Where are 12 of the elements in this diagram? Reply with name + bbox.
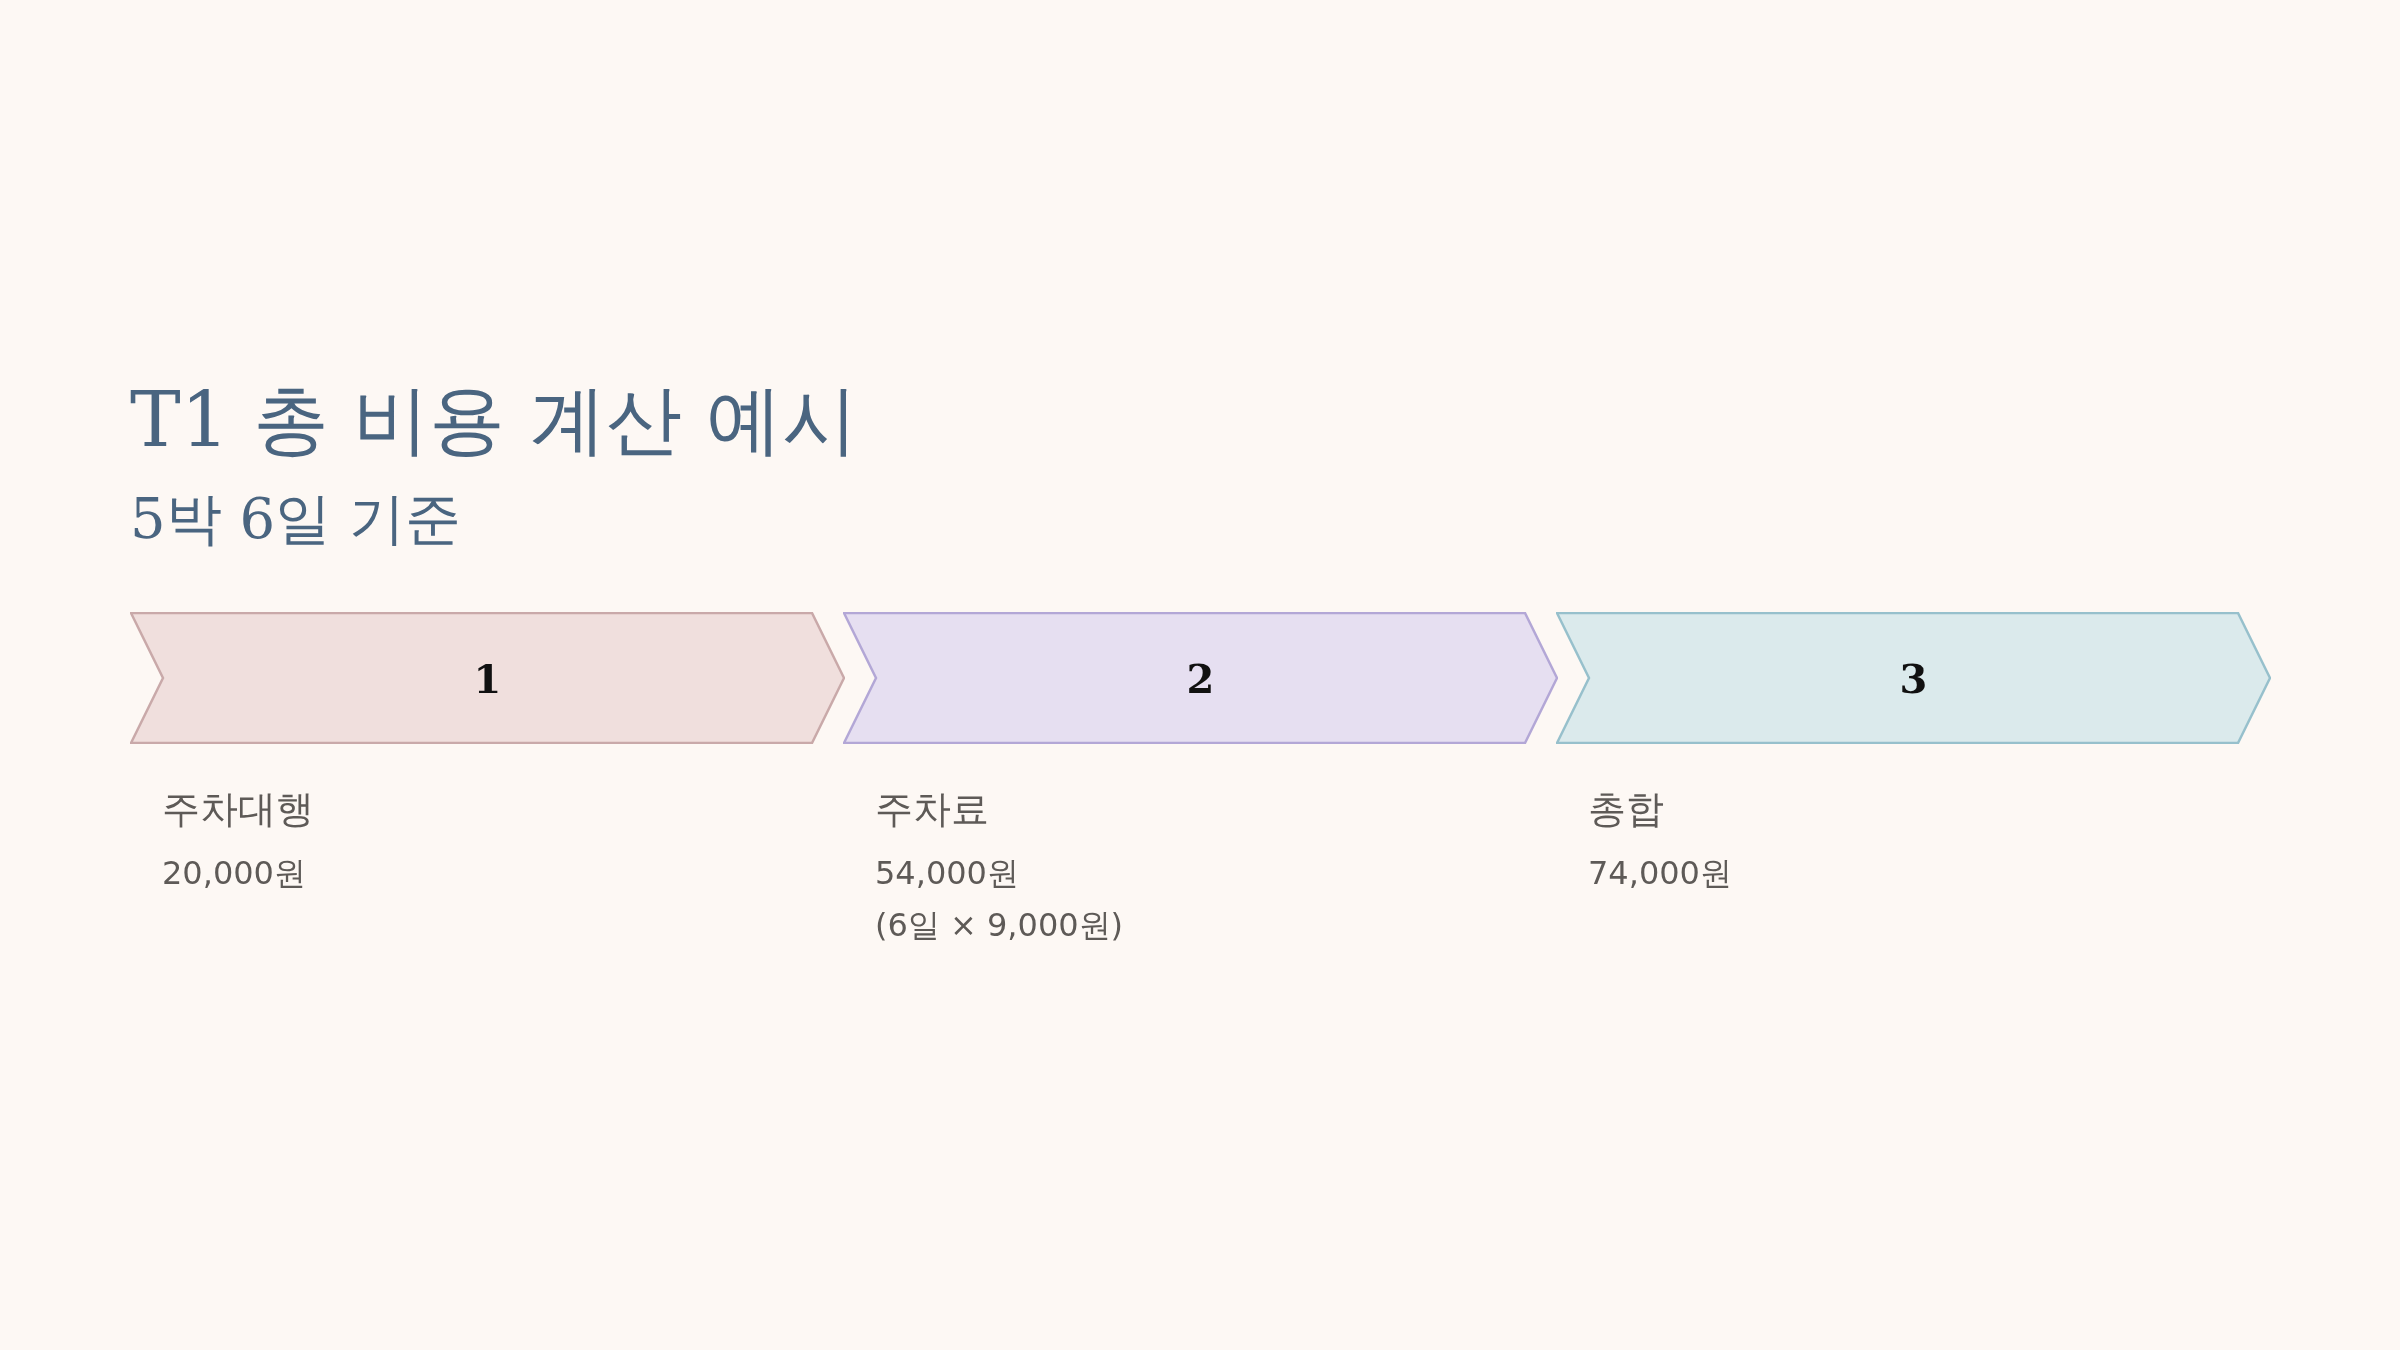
step-amount: 20,000원 — [162, 853, 306, 894]
step-heading: 주차대행 — [162, 786, 314, 833]
step-number: 1 — [473, 654, 502, 702]
title: T1 총 비용 계산 예시 — [130, 374, 858, 466]
step-amount: (6일 × 9,000원) — [875, 905, 1124, 946]
step-number: 3 — [1899, 654, 1928, 702]
step-number: 2 — [1186, 654, 1215, 702]
step-amount: 74,000원 — [1588, 853, 1732, 894]
subtitle: 5박 6일 기준 — [130, 485, 461, 553]
step-amount: 54,000원 — [875, 853, 1019, 894]
step-heading: 주차료 — [875, 786, 989, 833]
step-heading: 총합 — [1588, 786, 1664, 833]
